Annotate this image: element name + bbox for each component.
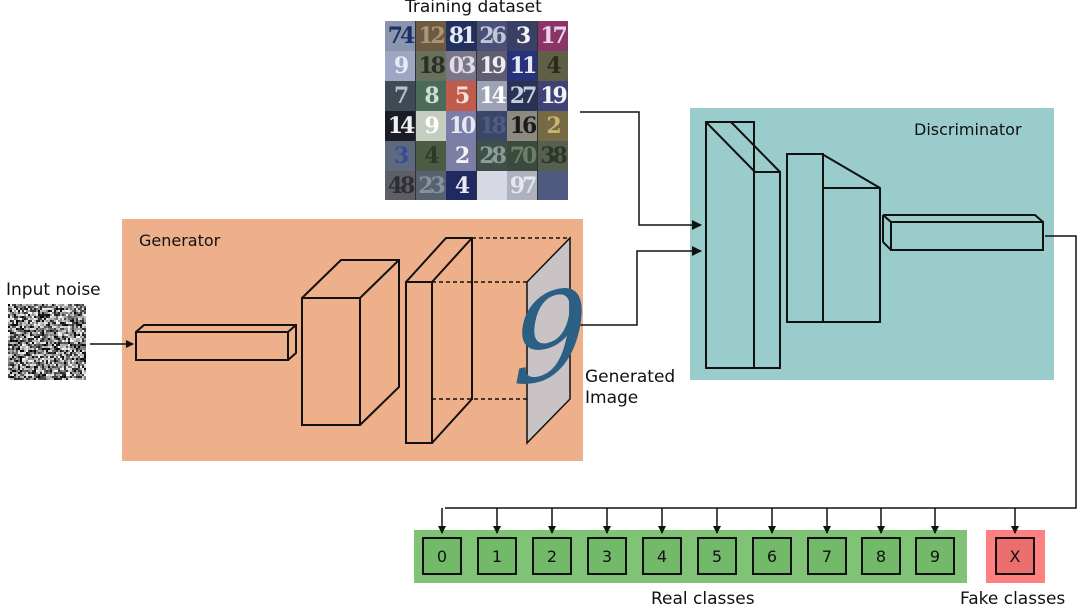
real-class-box: 0 (422, 537, 462, 575)
fake-classes-label: Fake classes (960, 589, 1066, 609)
dataset-tile (537, 171, 568, 200)
real-class-box: 8 (861, 537, 901, 575)
discriminator-conv-block-1 (705, 121, 781, 369)
dataset-tile: 12 (415, 21, 446, 51)
dataset-tile: 81 (446, 21, 476, 51)
dataset-tile: 16 (507, 111, 537, 141)
dataset-tile: 7 (385, 81, 415, 111)
discriminator-panel (690, 108, 1054, 380)
dataset-tile: 28 (476, 141, 507, 171)
generated-digit: 9 (512, 260, 588, 414)
dataset-tile: 14 (476, 81, 507, 111)
generated-to-discriminator-arrow (577, 246, 702, 326)
dataset-tile: 26 (476, 21, 507, 51)
input-noise-image (8, 304, 86, 380)
dataset-tile: 8 (415, 81, 446, 111)
discriminator-dense-layer (882, 214, 1044, 251)
generator-conv-block-2 (405, 237, 473, 444)
generator-dense-layer (135, 324, 297, 361)
dataset-tile: 2 (537, 111, 568, 141)
dataset-tile: 97 (507, 171, 537, 200)
real-classes-label: Real classes (651, 589, 755, 609)
dataset-tile: 9 (415, 111, 446, 141)
dataset-tile: 74 (385, 21, 415, 51)
dataset-tile: 2 (446, 141, 476, 171)
dataset-tile: 38 (537, 141, 568, 171)
dataset-tile: 5 (446, 81, 476, 111)
discriminator-conv-block-2 (786, 153, 881, 323)
dataset-tile: 3 (385, 141, 415, 171)
input-noise-label: Input noise (6, 280, 101, 300)
dataset-tile: 23 (415, 171, 446, 200)
class-drop-arrows (438, 508, 1019, 534)
dataset-tile: 11 (507, 51, 537, 81)
real-class-box: 4 (642, 537, 682, 575)
real-class-box: 1 (477, 537, 517, 575)
dataset-tile: 70 (507, 141, 537, 171)
training-dataset-label: Training dataset (405, 0, 542, 17)
dataset-tile: 4 (446, 171, 476, 200)
projection-lines (432, 237, 570, 400)
dataset-to-discriminator-arrow (580, 111, 702, 230)
dataset-tile: 10 (446, 111, 476, 141)
discriminator-label: Discriminator (914, 120, 1022, 139)
fake-class-box: X (995, 537, 1035, 575)
discriminator-output-line (445, 235, 1077, 509)
real-class-box: 7 (807, 537, 847, 575)
real-class-box: 3 (587, 537, 627, 575)
dataset-tile: 18 (476, 111, 507, 141)
generated-image (526, 236, 571, 445)
real-class-box: 9 (915, 537, 955, 575)
dataset-tile: 14 (385, 111, 415, 141)
generated-image-label-line2: Image (585, 388, 639, 408)
dataset-tile: 17 (537, 21, 568, 51)
real-class-box: 2 (532, 537, 572, 575)
dataset-tile: 4 (415, 141, 446, 171)
dataset-tile: 3 (507, 21, 537, 51)
dataset-tile: 27 (507, 81, 537, 111)
dataset-tile: 19 (537, 81, 568, 111)
dataset-tile: 03 (446, 51, 476, 81)
dataset-tile: 4 (537, 51, 568, 81)
generator-conv-block-1 (301, 259, 400, 426)
generator-label: Generator (139, 231, 221, 250)
dataset-tile: 9 (385, 51, 415, 81)
dataset-tile (476, 171, 507, 200)
dataset-tile: 48 (385, 171, 415, 200)
real-class-box: 6 (752, 537, 792, 575)
dataset-tile: 19 (476, 51, 507, 81)
dataset-tile: 18 (415, 51, 446, 81)
real-class-box: 5 (697, 537, 737, 575)
generated-image-label-line1: Generated (585, 367, 676, 387)
